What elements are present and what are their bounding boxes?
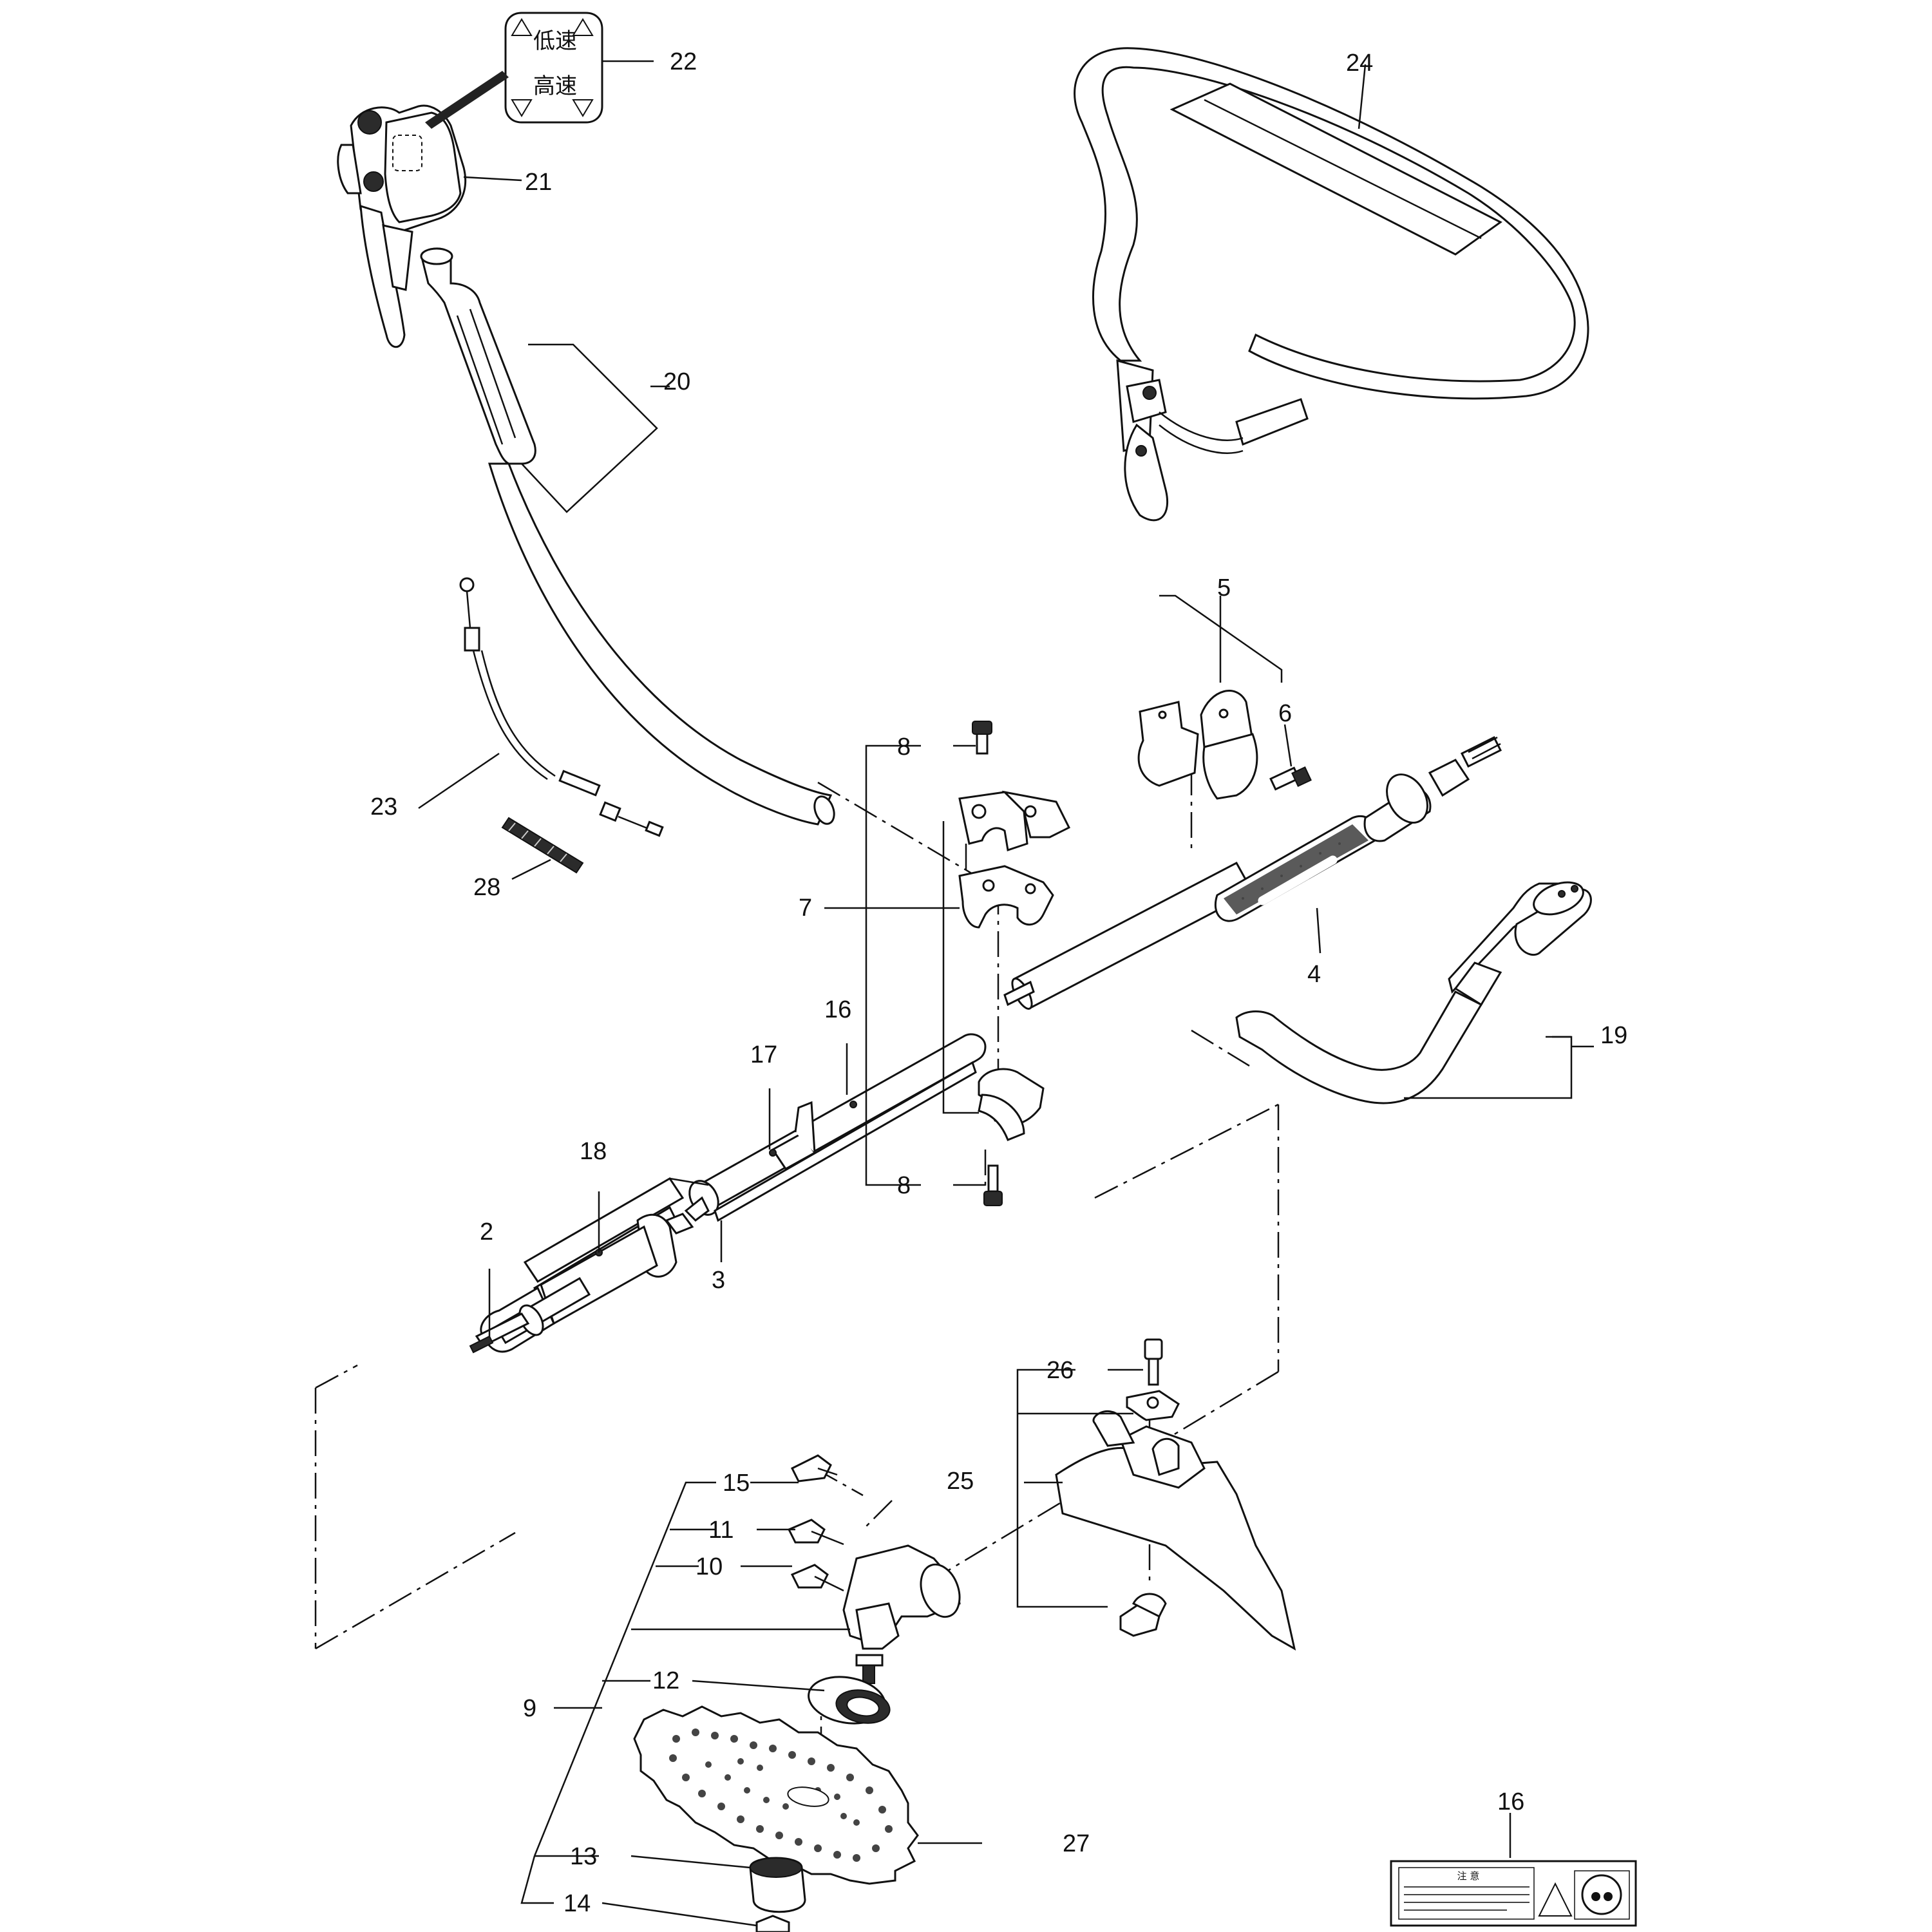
callout-15: 15 xyxy=(723,1470,750,1497)
throttle-cable xyxy=(459,577,664,837)
speed-decal: 低速 高速 xyxy=(425,12,603,129)
callout-23: 23 xyxy=(370,793,397,820)
callout-8-top: 8 xyxy=(897,734,911,761)
callout-2: 2 xyxy=(480,1218,493,1245)
callout-8-bottom: 8 xyxy=(897,1172,911,1199)
callout-13: 13 xyxy=(570,1843,597,1870)
callout-28: 28 xyxy=(473,874,500,901)
callout-18: 18 xyxy=(580,1138,607,1165)
washer-12 xyxy=(808,1676,891,1725)
warning-triangle-icon xyxy=(1538,1882,1573,1917)
saw-blade xyxy=(633,1705,919,1885)
leader-lines xyxy=(418,60,1594,1927)
eye-protection-icon xyxy=(1581,1874,1622,1915)
callout-22: 22 xyxy=(670,48,697,75)
callout-3: 3 xyxy=(712,1267,725,1294)
callout-12: 12 xyxy=(652,1667,679,1694)
callout-20: 20 xyxy=(663,368,690,395)
callout-4: 4 xyxy=(1307,961,1321,988)
callout-14: 14 xyxy=(564,1890,591,1917)
drive-shaft-assembly xyxy=(469,1033,987,1354)
hanger-bracket xyxy=(1137,690,1312,800)
callout-17: 17 xyxy=(750,1041,777,1068)
callout-5: 5 xyxy=(1217,574,1231,601)
callout-19: 19 xyxy=(1600,1022,1627,1049)
callout-25: 25 xyxy=(947,1468,974,1495)
callout-6: 6 xyxy=(1278,700,1292,727)
callout-27: 27 xyxy=(1063,1830,1090,1857)
callout-10: 10 xyxy=(696,1553,723,1580)
handle-bar-right xyxy=(1235,881,1592,1104)
callout-9: 9 xyxy=(523,1695,536,1722)
callout-26: 26 xyxy=(1046,1357,1074,1384)
blade-guard xyxy=(1055,1338,1296,1651)
callout-21: 21 xyxy=(525,169,552,196)
throttle-lever-assembly xyxy=(337,104,467,348)
speed-high-label: 高速 xyxy=(533,73,577,99)
warning-decal: 注 意 xyxy=(1390,1860,1637,1927)
callout-7: 7 xyxy=(799,895,812,922)
speed-low-label: 低速 xyxy=(533,28,577,54)
callouts: 22 21 20 24 5 6 8 8 7 4 19 16 17 18 2 3 … xyxy=(370,48,1627,1917)
gear-case-assembly xyxy=(787,1454,961,1684)
cable-spring xyxy=(501,817,584,874)
shoulder-harness xyxy=(1074,47,1589,522)
main-shaft-tube xyxy=(1003,735,1502,1010)
callout-16-decal: 16 xyxy=(1497,1788,1524,1815)
warning-decal-title: 注 意 xyxy=(1457,1870,1480,1882)
handle-clamp-assembly xyxy=(958,721,1071,1206)
callout-11: 11 xyxy=(708,1517,734,1544)
callout-24: 24 xyxy=(1346,50,1373,77)
nut-14 xyxy=(755,1915,790,1932)
handle-tube-left xyxy=(420,247,835,826)
callout-16: 16 xyxy=(824,996,851,1023)
cup-washer-13 xyxy=(749,1857,806,1913)
